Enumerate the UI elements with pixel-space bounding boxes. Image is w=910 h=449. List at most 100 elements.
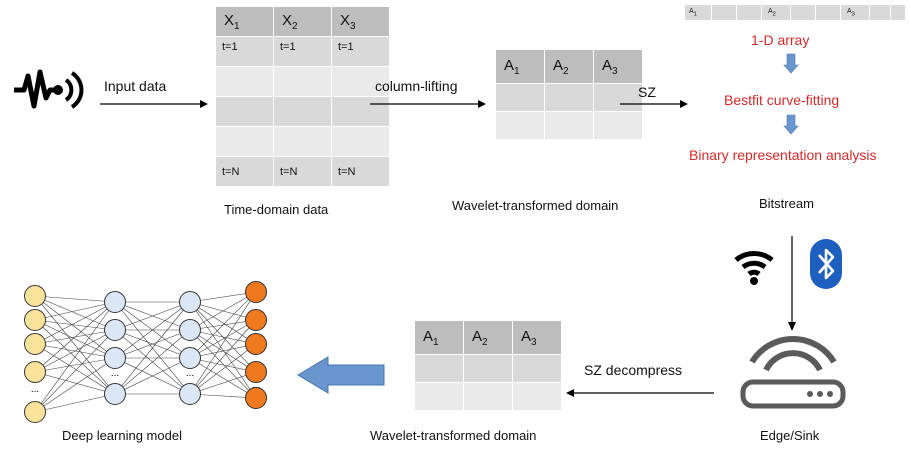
sz-arrow	[620, 100, 688, 108]
nn-node-layer-3	[245, 387, 267, 409]
nn-edge	[34, 357, 116, 373]
time-cell: t=N	[273, 156, 332, 187]
nn-edge	[189, 291, 257, 303]
time-cell: t=N	[331, 156, 390, 187]
bitstream-caption: Bitstream	[759, 196, 814, 211]
column-lifting-arrow	[370, 100, 486, 108]
time-cell: t=1	[331, 36, 390, 67]
down-arrow-2	[783, 114, 799, 135]
nn-node-layer-3	[245, 309, 267, 331]
wavelet-caption-top: Wavelet-transformed domain	[452, 198, 619, 213]
time-header-x1: X1	[215, 6, 274, 37]
nn-edge	[114, 301, 191, 395]
wavelet2-header-a1: A1	[414, 320, 464, 355]
nn-edge	[34, 371, 116, 395]
nn-ellipsis: ...	[186, 368, 194, 379]
wavelet-header-a3: A3	[593, 49, 643, 84]
nn-edge	[34, 301, 116, 345]
nn-node-layer-2	[179, 347, 201, 369]
nn-node-layer-1	[104, 319, 126, 341]
nn-node-layer-0	[24, 361, 46, 383]
nn-edge	[114, 329, 191, 395]
bestfit-label: Bestfit curve-fitting	[724, 92, 840, 108]
wifi-icon	[734, 251, 774, 285]
nn-node-layer-1	[104, 383, 126, 405]
nn-edge	[189, 393, 257, 399]
nn-edge	[34, 295, 116, 331]
block-arrow-left	[297, 356, 385, 394]
nn-edge	[34, 301, 116, 413]
nn-edge	[34, 301, 116, 373]
wavelet2-header-a2: A2	[463, 320, 513, 355]
input-data-label: Input data	[104, 78, 167, 94]
nn-edge	[189, 301, 257, 345]
time-cell: t=1	[215, 36, 274, 67]
nn-ellipsis: ...	[111, 368, 119, 379]
nn-edge	[34, 329, 116, 373]
nn-edge	[189, 319, 257, 359]
edge-sink-caption: Edge/Sink	[760, 428, 820, 443]
time-header-x2: X2	[273, 6, 332, 37]
nn-node-layer-0	[24, 333, 46, 355]
input-arrow	[100, 100, 208, 108]
nn-edge	[189, 329, 257, 399]
nn-edge	[34, 295, 116, 303]
sz-decompress-arrow	[566, 389, 714, 397]
neural-network-diagram: ............	[24, 281, 267, 423]
array-cell: A2	[761, 4, 791, 21]
nn-edge	[34, 357, 116, 413]
wavelet-table-top: A1 A2 A3	[495, 49, 643, 140]
nn-edge	[189, 329, 257, 345]
wavelet2-header-a3: A3	[512, 320, 562, 355]
time-domain-caption: Time-domain data	[224, 202, 329, 217]
nn-node-layer-2	[179, 319, 201, 341]
nn-edge	[34, 301, 116, 321]
nn-edge	[114, 329, 191, 359]
column-lifting-label: column-lifting	[375, 78, 458, 94]
nn-node-layer-0	[24, 401, 46, 423]
nn-node-layer-3	[245, 281, 267, 303]
nn-edge	[189, 371, 257, 395]
nn-edge	[34, 319, 116, 359]
wavelet-header-a2: A2	[544, 49, 594, 84]
nn-ellipsis: ...	[252, 380, 260, 391]
nn-node-layer-2	[179, 383, 201, 405]
nn-edge	[189, 319, 257, 395]
one-d-array-label: 1-D array	[751, 32, 810, 48]
time-domain-table: X1 X2 X3 t=1 t=1 t=1 t=N t=N t=N	[215, 6, 390, 187]
nn-edge	[114, 301, 191, 331]
nn-edge	[189, 291, 257, 331]
nn-ellipsis: ...	[31, 384, 39, 395]
wavelet-header-a1: A1	[495, 49, 545, 84]
signal-source-icon	[14, 69, 84, 109]
time-cell: t=N	[215, 156, 274, 187]
nn-edge	[34, 343, 116, 395]
nn-edge	[34, 393, 116, 413]
bluetooth-icon	[810, 239, 842, 289]
nn-edge	[114, 301, 191, 359]
binary-analysis-label: Binary representation analysis	[689, 147, 877, 163]
nn-node-layer-0	[24, 309, 46, 331]
nn-node-layer-3	[245, 361, 267, 383]
nn-edge	[114, 357, 191, 395]
nn-edge	[189, 301, 257, 399]
wavelet-table-bottom: A1 A2 A3	[414, 320, 562, 411]
array-cell: A3	[840, 4, 870, 21]
nn-edge	[189, 357, 257, 399]
down-arrow-1	[783, 53, 799, 74]
router-icon	[740, 335, 846, 409]
time-cell: t=1	[273, 36, 332, 67]
sz-label: SZ	[638, 84, 656, 100]
wavelet-caption-bottom: Wavelet-transformed domain	[370, 428, 537, 443]
nn-node-layer-2	[179, 291, 201, 313]
deep-learning-caption: Deep learning model	[62, 428, 182, 443]
nn-edge	[34, 319, 116, 331]
nn-edge	[34, 295, 116, 359]
sz-decompress-label: SZ decompress	[584, 362, 683, 378]
nn-edge	[189, 343, 257, 359]
nn-edge	[34, 329, 116, 413]
nn-edge	[189, 291, 257, 359]
time-header-x3: X3	[331, 6, 390, 37]
array-cell: A1	[684, 4, 712, 21]
nn-node-layer-3	[245, 333, 267, 355]
